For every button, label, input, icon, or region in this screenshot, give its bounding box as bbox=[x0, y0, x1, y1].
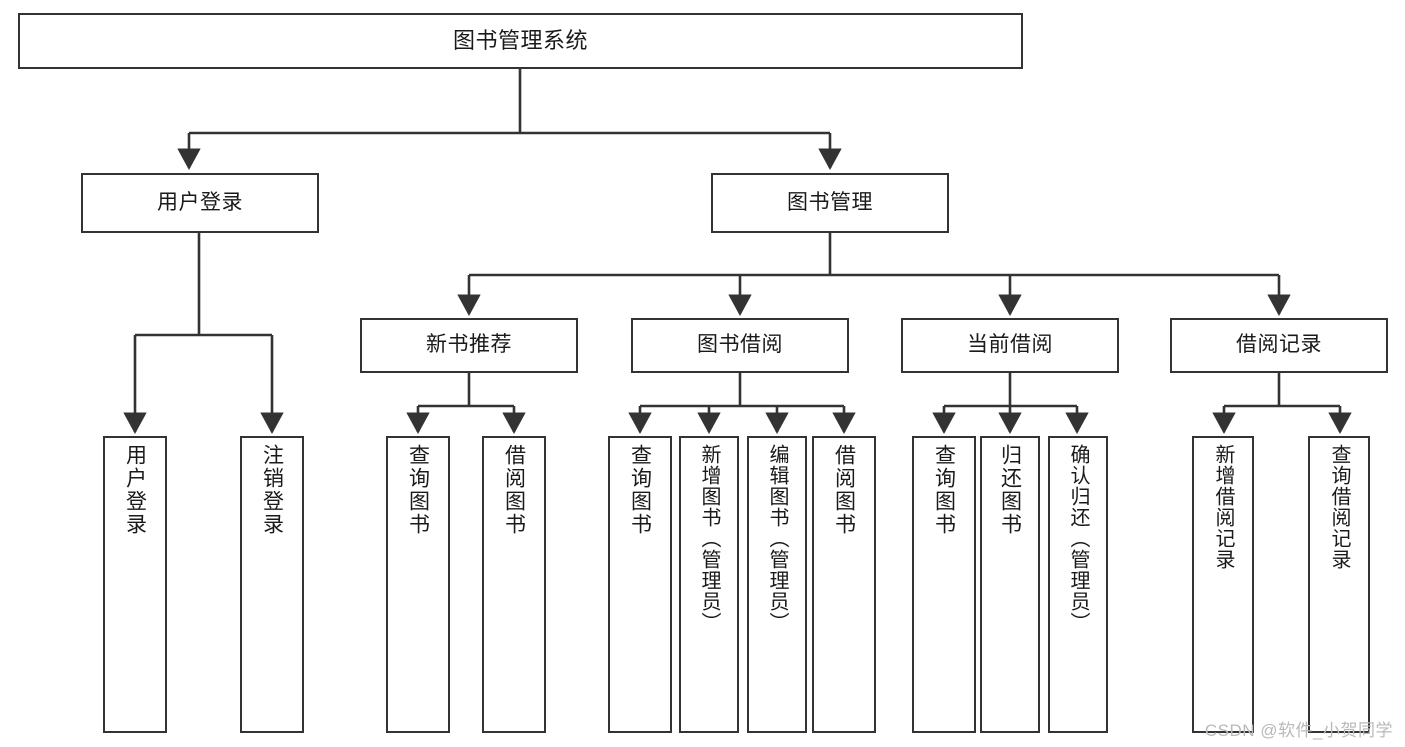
csdn-watermark: CSDN @软件_小贺同学 bbox=[1204, 721, 1393, 740]
node-leaf-query-book-borrow[interactable]: 查询图书 bbox=[608, 436, 672, 733]
node-leaf-return-book[interactable]: 归还图书 bbox=[980, 436, 1040, 733]
node-label: 查询借阅记录 bbox=[1328, 444, 1350, 570]
node-leaf-add-book-admin[interactable]: 新增图书（管理员） bbox=[679, 436, 739, 733]
node-label: 新增借阅记录 bbox=[1212, 444, 1234, 570]
node-label: 查询图书 bbox=[628, 444, 652, 536]
node-label: 图书管理系统 bbox=[452, 28, 588, 54]
node-label: 借阅图书 bbox=[832, 444, 856, 536]
node-label: 查询图书 bbox=[406, 444, 430, 536]
node-label: 注销登录 bbox=[260, 444, 284, 536]
node-leaf-borrow-book-recommend[interactable]: 借阅图书 bbox=[482, 436, 546, 733]
node-leaf-borrow-book-borrow[interactable]: 借阅图书 bbox=[812, 436, 876, 733]
node-label: 确认归还（管理员） bbox=[1067, 444, 1089, 633]
node-label: 归还图书 bbox=[998, 444, 1022, 536]
node-current-borrow[interactable]: 当前借阅 bbox=[901, 318, 1119, 373]
node-label: 新增图书（管理员） bbox=[698, 444, 720, 633]
node-label: 用户登录 bbox=[123, 444, 147, 536]
node-label: 借阅图书 bbox=[502, 444, 526, 536]
node-label: 图书借阅 bbox=[697, 333, 783, 357]
node-leaf-logout-login[interactable]: 注销登录 bbox=[240, 436, 304, 733]
node-new-book-recommend[interactable]: 新书推荐 bbox=[360, 318, 578, 373]
node-label: 查询图书 bbox=[932, 444, 956, 536]
node-leaf-query-book-recommend[interactable]: 查询图书 bbox=[386, 436, 450, 733]
node-book-borrow[interactable]: 图书借阅 bbox=[631, 318, 849, 373]
node-user-login[interactable]: 用户登录 bbox=[81, 173, 319, 233]
node-label: 图书管理 bbox=[787, 190, 873, 214]
node-leaf-query-borrow-record[interactable]: 查询借阅记录 bbox=[1308, 436, 1370, 733]
node-label: 借阅记录 bbox=[1236, 333, 1322, 357]
node-label: 新书推荐 bbox=[426, 333, 512, 357]
node-leaf-user-login[interactable]: 用户登录 bbox=[103, 436, 167, 733]
node-leaf-confirm-return-admin[interactable]: 确认归还（管理员） bbox=[1048, 436, 1108, 733]
node-label: 用户登录 bbox=[157, 190, 243, 214]
node-label: 当前借阅 bbox=[967, 333, 1053, 357]
node-leaf-query-book-current[interactable]: 查询图书 bbox=[912, 436, 976, 733]
node-label: 编辑图书（管理员） bbox=[766, 444, 788, 633]
node-borrow-record[interactable]: 借阅记录 bbox=[1170, 318, 1388, 373]
node-book-management[interactable]: 图书管理 bbox=[711, 173, 949, 233]
node-leaf-add-borrow-record[interactable]: 新增借阅记录 bbox=[1192, 436, 1254, 733]
node-root-book-management-system[interactable]: 图书管理系统 bbox=[18, 13, 1023, 69]
node-leaf-edit-book-admin[interactable]: 编辑图书（管理员） bbox=[747, 436, 807, 733]
